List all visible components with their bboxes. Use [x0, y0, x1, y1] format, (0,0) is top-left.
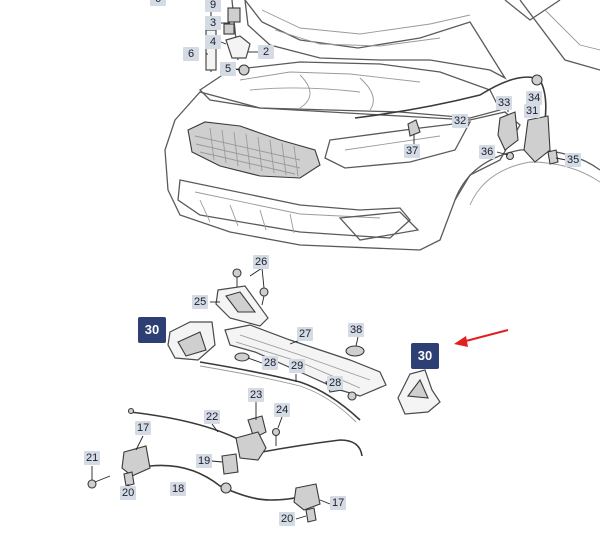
callout-28-left: 28	[262, 356, 279, 370]
callout-38: 38	[348, 323, 365, 337]
highlight-callout-30-right: 30	[411, 343, 439, 369]
callout-33: 33	[496, 96, 513, 110]
callout-22: 22	[204, 410, 221, 424]
highlight-callout-30-left: 30	[138, 317, 166, 343]
callout-26: 26	[253, 255, 270, 269]
bolt-icon	[87, 475, 111, 489]
leader-lines	[91, 22, 567, 520]
callout-2: 2	[258, 45, 274, 59]
car-body-outline	[164, 0, 600, 251]
callout-34: 34	[526, 91, 543, 105]
callout-36: 36	[479, 145, 496, 159]
callout-3: 3	[205, 16, 221, 30]
callout-21: 21	[84, 451, 101, 465]
callout-37: 37	[404, 144, 421, 158]
pointer-arrow-icon	[454, 329, 509, 347]
callout-28-right: 28	[327, 376, 344, 390]
latch-right-parts	[407, 74, 559, 165]
callout-32: 32	[452, 114, 469, 128]
screw-icon	[232, 268, 242, 288]
callout-18: 18	[170, 482, 187, 496]
callout-27: 27	[297, 327, 314, 341]
callout-35: 35	[565, 153, 582, 167]
callout-17-left: 17	[135, 421, 152, 435]
callout-6: 6	[183, 47, 199, 61]
callout-6-top: 6	[150, 0, 166, 6]
cable-and-latch-parts	[87, 407, 363, 523]
callout-9: 9	[205, 0, 221, 12]
callout-24: 24	[274, 403, 291, 417]
callout-31: 31	[524, 104, 541, 118]
callout-17-right: 17	[330, 496, 347, 510]
callout-23: 23	[248, 388, 265, 402]
hood-hinge-parts	[223, 7, 251, 76]
cowl-panel-parts	[167, 268, 441, 423]
callout-20-right: 20	[279, 512, 296, 526]
callout-5: 5	[220, 62, 236, 76]
callout-20-left: 20	[120, 486, 137, 500]
screw-icon	[259, 287, 269, 306]
callout-29: 29	[289, 359, 306, 373]
callout-25: 25	[192, 295, 209, 309]
screw-icon	[271, 427, 281, 446]
callout-4: 4	[205, 35, 221, 49]
callout-19: 19	[196, 454, 213, 468]
